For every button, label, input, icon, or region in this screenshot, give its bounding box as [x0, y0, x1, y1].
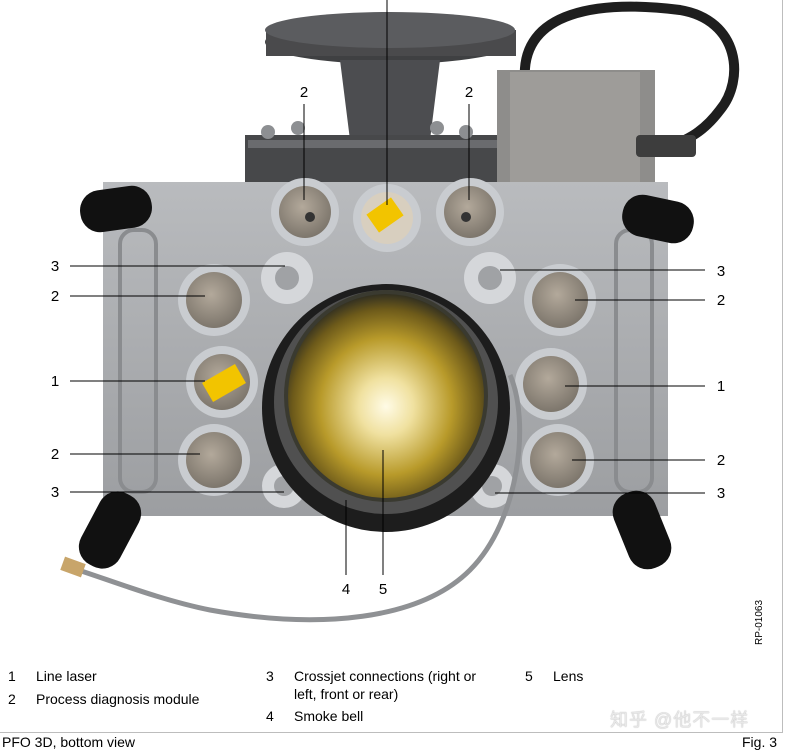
figure-number: Fig. 3 [742, 734, 778, 750]
legend-item-4: 4 Smoke bell [266, 707, 506, 727]
legend-item-2: 2 Process diagnosis module [8, 690, 248, 710]
top-ports [271, 178, 504, 252]
side-ports [178, 264, 596, 496]
legend-item-5: 5 Lens [525, 667, 645, 687]
callout-3-upper-left: 3 [51, 258, 59, 275]
callout-4: 4 [342, 581, 350, 598]
hose-fitting [60, 556, 86, 578]
legend-text: Smoke bell [294, 708, 364, 724]
callout-5: 5 [379, 581, 387, 598]
legend-text: Line laser [36, 668, 97, 684]
legend-num: 1 [8, 668, 16, 684]
legend-num: 3 [266, 668, 274, 684]
callout-2-top-right: 2 [465, 84, 473, 101]
callout-1-left: 1 [51, 373, 59, 390]
callout-3-upper-right: 3 [717, 263, 725, 280]
figure-caption: PFO 3D, bottom view [2, 734, 136, 750]
legend-text: Process diagnosis module [36, 691, 200, 707]
reference-code: RP-01063 [754, 599, 765, 645]
watermark: 知乎 @他不一样 [610, 710, 750, 730]
power-cable [519, 1, 740, 155]
bumpers [78, 185, 694, 570]
device-illustration: 2 2 3 3 2 2 1 1 2 2 3 3 4 5 [51, 0, 740, 623]
top-mount [245, 12, 516, 185]
crossjet-upper [261, 252, 516, 304]
figure-frame [0, 0, 783, 733]
connector-box [497, 70, 696, 190]
legend-item-1: 1 Line laser [8, 667, 248, 707]
legend-num: 5 [525, 668, 533, 684]
callout-labels: 2 2 3 3 2 2 1 1 2 2 3 3 4 5 [51, 84, 725, 598]
callout-2-top-left: 2 [300, 84, 308, 101]
callout-3-low-left: 3 [51, 484, 59, 501]
legend-text: Lens [553, 668, 584, 684]
callout-2-low-left: 2 [51, 446, 59, 463]
callout-2-mid-right: 2 [717, 292, 725, 309]
callout-3-low-right: 3 [717, 485, 725, 502]
crossjet-hose [71, 373, 523, 623]
callout-2-low-right: 2 [717, 452, 725, 469]
legend-item-3: 3 Crossjet connections (right or left, f… [266, 667, 506, 707]
legend-num: 2 [8, 691, 16, 707]
leader-lines [70, 0, 705, 575]
callout-2-mid-left: 2 [51, 288, 59, 305]
smoke-bell-and-lens [262, 284, 510, 532]
legend-num: 4 [266, 708, 274, 724]
legend-text: Crossjet connections (right or left, fro… [294, 668, 477, 702]
callout-1-right: 1 [717, 378, 725, 395]
